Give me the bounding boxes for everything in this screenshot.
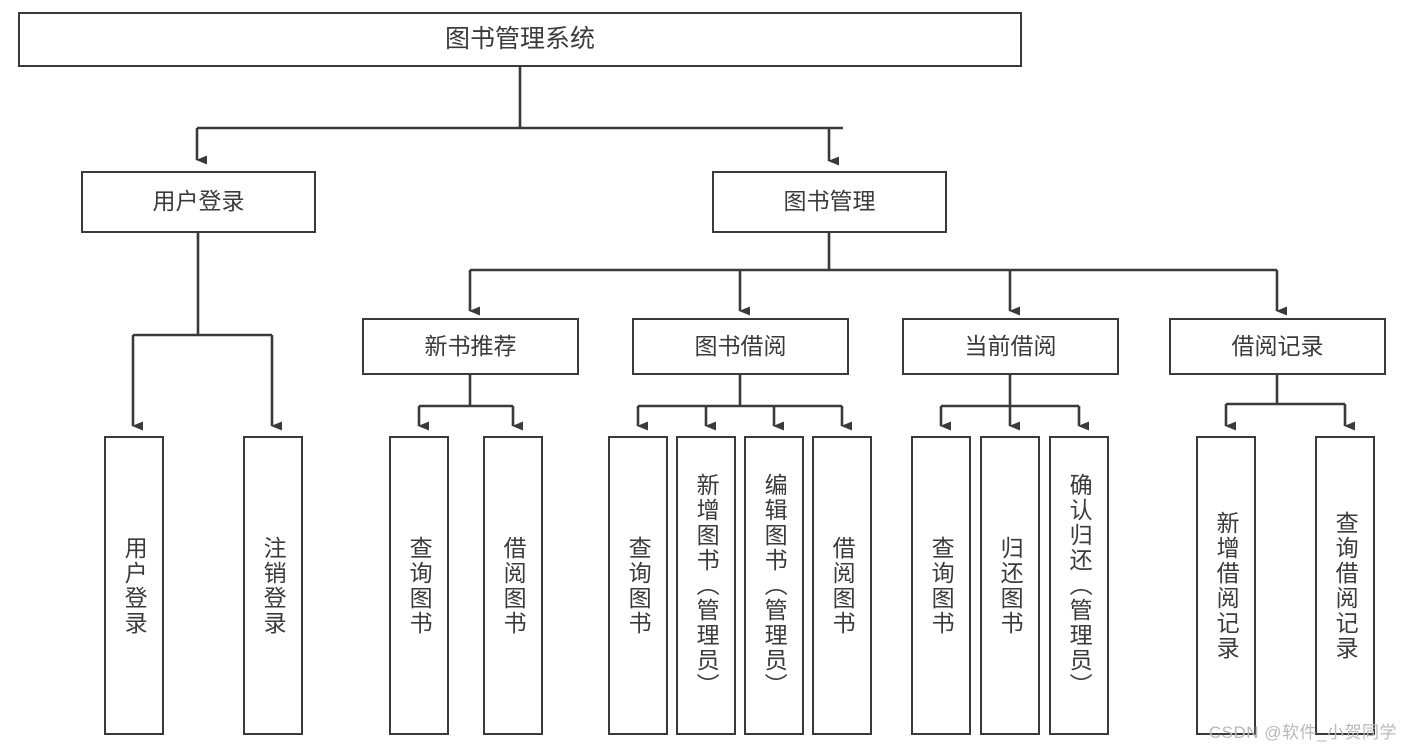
node-new-book-recommend[interactable]: 新书推荐 xyxy=(362,318,579,375)
node-root[interactable]: 图书管理系统 xyxy=(18,12,1022,67)
node-leaf-borrow-book-1[interactable]: 借阅图书 xyxy=(483,436,543,735)
node-leaf-add-record[interactable]: 新增借阅记录 xyxy=(1196,436,1256,735)
node-leaf-query-book-2[interactable]: 查询图书 xyxy=(608,436,668,735)
node-leaf-query-book-3-label: 查询图书 xyxy=(928,535,955,636)
node-leaf-edit-book[interactable]: 编辑图书（管理员） xyxy=(744,436,804,735)
node-leaf-return-book[interactable]: 归还图书 xyxy=(980,436,1040,735)
node-user-login[interactable]: 用户登录 xyxy=(81,171,316,233)
node-borrow-record[interactable]: 借阅记录 xyxy=(1169,318,1386,375)
node-leaf-add-book-label: 新增图书（管理员） xyxy=(693,473,720,698)
node-leaf-borrow-book-2-label: 借阅图书 xyxy=(829,535,856,636)
node-current-borrow[interactable]: 当前借阅 xyxy=(902,318,1119,375)
node-leaf-return-book-label: 归还图书 xyxy=(997,535,1024,636)
node-root-label: 图书管理系统 xyxy=(444,24,595,53)
node-leaf-add-book[interactable]: 新增图书（管理员） xyxy=(676,436,736,735)
node-book-management-label: 图书管理 xyxy=(783,188,876,215)
node-leaf-query-book-3[interactable]: 查询图书 xyxy=(911,436,971,735)
node-borrow-record-label: 借阅记录 xyxy=(1231,332,1324,359)
node-book-management[interactable]: 图书管理 xyxy=(712,171,947,233)
node-leaf-add-record-label: 新增借阅记录 xyxy=(1213,510,1240,661)
node-book-borrow-label: 图书借阅 xyxy=(694,332,787,359)
node-leaf-user-login-label: 用户登录 xyxy=(121,535,148,636)
node-current-borrow-label: 当前借阅 xyxy=(964,332,1057,359)
node-leaf-borrow-book-1-label: 借阅图书 xyxy=(500,535,527,636)
node-leaf-query-record-label: 查询借阅记录 xyxy=(1332,510,1359,661)
node-leaf-edit-book-label: 编辑图书（管理员） xyxy=(761,473,788,698)
node-leaf-user-login[interactable]: 用户登录 xyxy=(104,436,164,735)
node-leaf-query-record[interactable]: 查询借阅记录 xyxy=(1315,436,1375,735)
node-leaf-confirm-return[interactable]: 确认归还（管理员） xyxy=(1049,436,1109,735)
node-leaf-user-logout[interactable]: 注销登录 xyxy=(243,436,303,735)
node-leaf-confirm-return-label: 确认归还（管理员） xyxy=(1066,473,1093,698)
node-leaf-query-book-2-label: 查询图书 xyxy=(625,535,652,636)
node-leaf-query-book-1-label: 查询图书 xyxy=(406,535,433,636)
node-book-borrow[interactable]: 图书借阅 xyxy=(632,318,849,375)
watermark: CSDN @软件_小贺同学 xyxy=(1208,723,1397,742)
node-leaf-borrow-book-2[interactable]: 借阅图书 xyxy=(812,436,872,735)
node-user-login-label: 用户登录 xyxy=(152,188,245,215)
node-leaf-user-logout-label: 注销登录 xyxy=(260,535,287,636)
node-leaf-query-book-1[interactable]: 查询图书 xyxy=(389,436,449,735)
node-new-book-recommend-label: 新书推荐 xyxy=(424,332,517,359)
